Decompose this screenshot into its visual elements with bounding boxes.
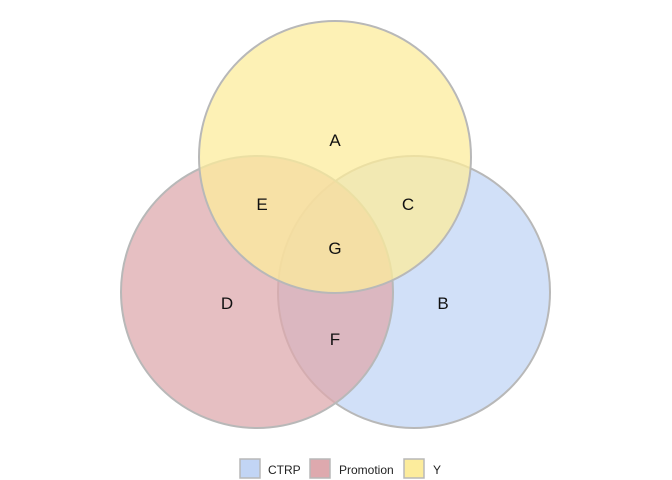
legend-swatch-ctrp xyxy=(239,458,261,479)
legend-item-ctrp: CTRP xyxy=(239,458,301,479)
legend-swatch-promotion xyxy=(309,458,331,479)
legend: CTRP Promotion Y xyxy=(239,458,441,479)
region-label-e: E xyxy=(256,195,267,214)
legend-swatch-y xyxy=(403,458,425,479)
venn-circles xyxy=(120,20,551,429)
legend-label-y: Y xyxy=(433,463,441,477)
region-label-f: F xyxy=(330,330,340,349)
region-label-d: D xyxy=(221,294,233,313)
region-label-b: B xyxy=(437,294,448,313)
legend-item-y: Y xyxy=(403,458,441,479)
legend-label-ctrp: CTRP xyxy=(268,463,301,477)
set-circle-y xyxy=(198,20,472,294)
region-label-g: G xyxy=(328,239,341,258)
region-label-a: A xyxy=(329,131,341,150)
region-label-c: C xyxy=(402,195,414,214)
legend-item-promotion: Promotion xyxy=(309,458,394,479)
legend-label-promotion: Promotion xyxy=(339,463,394,477)
region-labels: A E C G D B F xyxy=(221,131,449,349)
